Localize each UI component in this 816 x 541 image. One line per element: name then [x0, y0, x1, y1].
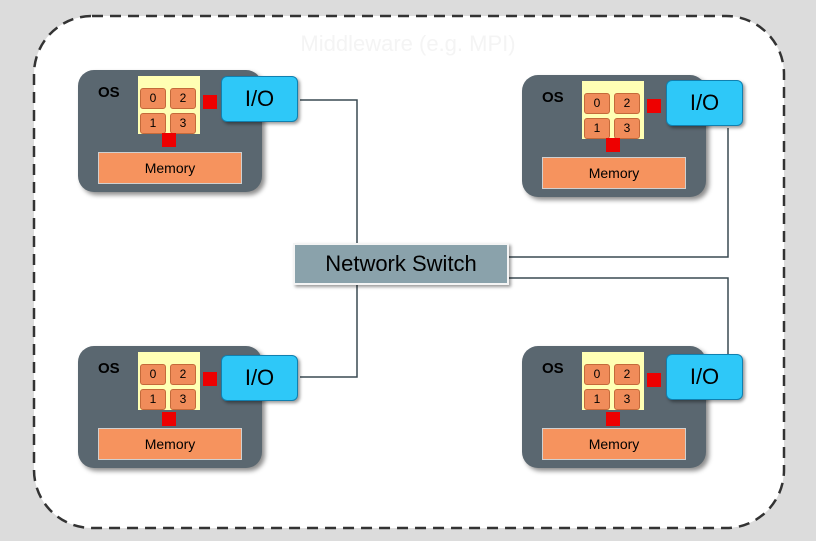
core-0: 0	[584, 93, 610, 114]
memory-block: Memory	[98, 428, 242, 460]
io-box-bottom-right: I/O	[666, 354, 743, 400]
core-1: 1	[140, 113, 166, 134]
core-1: 1	[584, 389, 610, 410]
link-bottom-left	[300, 285, 358, 378]
io-box-bottom-left: I/O	[221, 355, 298, 401]
core-3: 3	[614, 389, 640, 410]
memory-connector	[162, 412, 176, 426]
cpu-block: 0 2 1 3	[138, 352, 200, 410]
memory-connector	[606, 412, 620, 426]
io-connector	[647, 99, 661, 113]
compute-node-bottom-right: OS 0 2 1 3 Memory	[522, 346, 706, 468]
io-box-top-left: I/O	[221, 76, 298, 122]
link-bottom-right	[509, 277, 729, 354]
memory-block: Memory	[542, 157, 686, 189]
core-2: 2	[170, 88, 196, 109]
core-2: 2	[614, 364, 640, 385]
link-top-right	[509, 128, 729, 258]
cpu-block: 0 2 1 3	[582, 352, 644, 410]
core-3: 3	[170, 113, 196, 134]
memory-block: Memory	[98, 152, 242, 184]
core-0: 0	[140, 88, 166, 109]
core-3: 3	[614, 118, 640, 139]
memory-block: Memory	[542, 428, 686, 460]
core-2: 2	[170, 364, 196, 385]
memory-connector	[606, 138, 620, 152]
io-connector	[203, 95, 217, 109]
os-label: OS	[98, 84, 120, 101]
cpu-block: 0 2 1 3	[582, 81, 644, 139]
core-1: 1	[140, 389, 166, 410]
network-switch: Network Switch	[293, 243, 509, 285]
core-1: 1	[584, 118, 610, 139]
link-top-left	[300, 99, 358, 243]
io-connector	[647, 373, 661, 387]
cpu-block: 0 2 1 3	[138, 76, 200, 134]
io-connector	[203, 372, 217, 386]
middleware-label: Middleware (e.g. MPI)	[300, 31, 516, 56]
os-label: OS	[542, 89, 564, 106]
memory-connector	[162, 133, 176, 147]
core-0: 0	[140, 364, 166, 385]
os-label: OS	[98, 360, 120, 377]
core-0: 0	[584, 364, 610, 385]
io-box-top-right: I/O	[666, 80, 743, 126]
compute-node-bottom-left: OS 0 2 1 3 Memory	[78, 346, 262, 468]
core-2: 2	[614, 93, 640, 114]
core-3: 3	[170, 389, 196, 410]
os-label: OS	[542, 360, 564, 377]
